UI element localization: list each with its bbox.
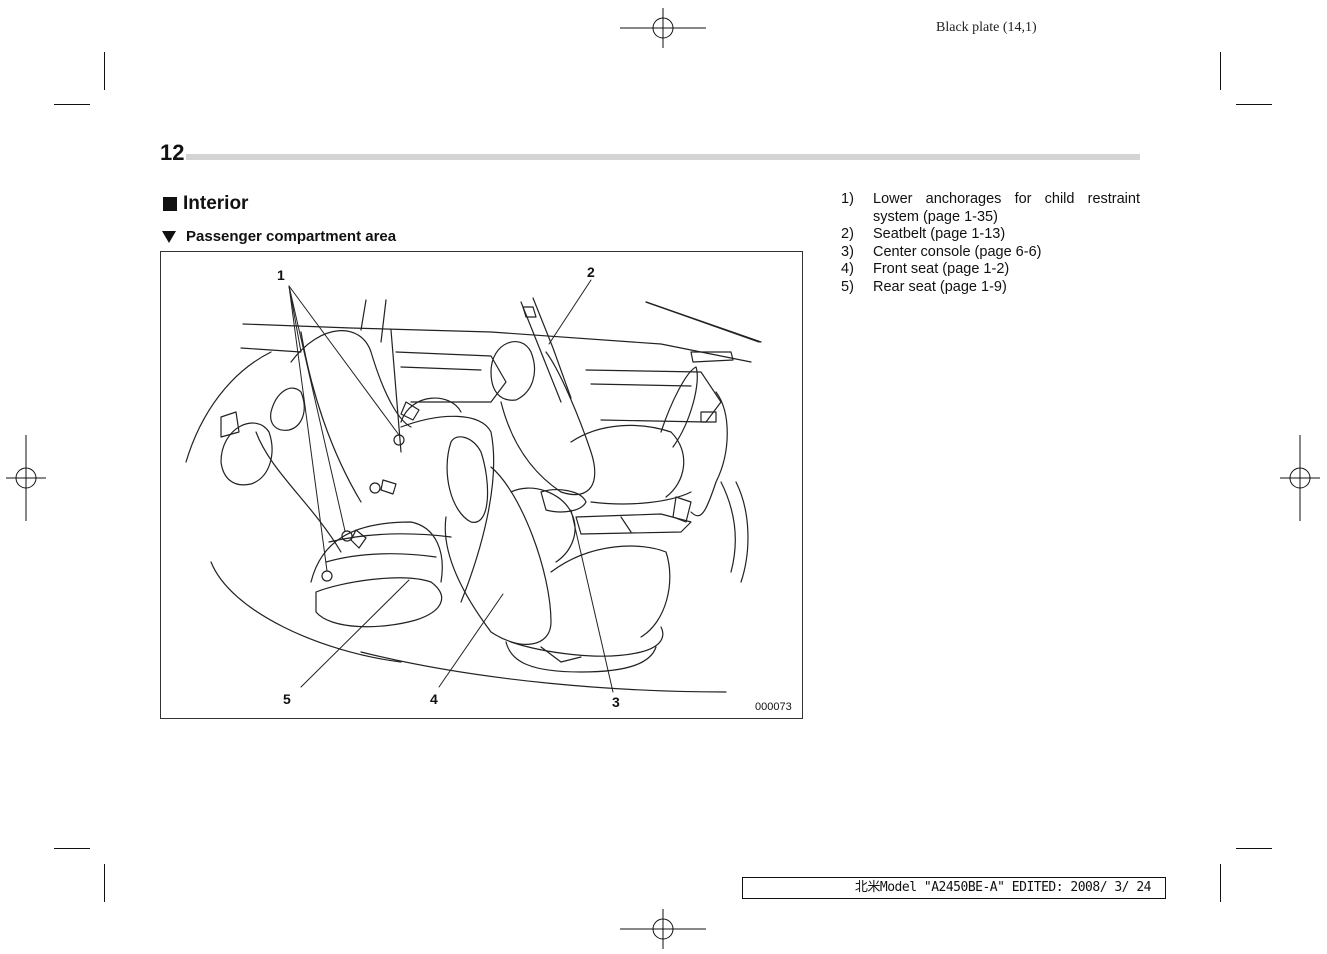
crop-mark bbox=[104, 864, 105, 902]
crop-mark bbox=[104, 52, 105, 90]
legend-number: 2) bbox=[841, 226, 854, 242]
footer-edit-stamp: 北米Model "A2450BE-A" EDITED: 2008/ 3/ 24 bbox=[742, 877, 1166, 899]
legend-item: 2) Seatbelt (page 1-13) bbox=[841, 226, 1140, 244]
interior-line-drawing: 1 2 3 4 5 000073 bbox=[185, 264, 792, 713]
legend-text: Seatbelt (page 1-13) bbox=[873, 226, 1006, 242]
crop-mark bbox=[1220, 864, 1221, 902]
legend-item: 5) Rear seat (page 1-9) bbox=[841, 279, 1140, 297]
callout-1: 1 bbox=[277, 267, 285, 283]
legend-text: Front seat (page 1-2) bbox=[873, 261, 1010, 277]
crosshair-registration-icon bbox=[620, 909, 706, 949]
section-title: Interior bbox=[163, 193, 248, 215]
crop-mark bbox=[1220, 52, 1221, 90]
interior-illustration: 1 2 3 4 5 000073 bbox=[160, 251, 803, 719]
legend-item: 1) Lower anchorages for child restraint … bbox=[841, 191, 1140, 226]
crop-mark bbox=[1236, 848, 1272, 849]
header-rule bbox=[186, 154, 1140, 160]
legend-number: 4) bbox=[841, 261, 854, 277]
legend-number: 1) bbox=[841, 191, 854, 207]
crosshair-registration-icon bbox=[6, 435, 46, 521]
subsection-title: Passenger compartment area bbox=[162, 228, 396, 245]
legend-text: Lower anchorages for child restraint sys… bbox=[873, 191, 1140, 225]
legend-text: Center console (page 6-6) bbox=[873, 243, 1042, 260]
callout-4: 4 bbox=[430, 691, 438, 707]
figure-code: 000073 bbox=[755, 701, 792, 713]
section-title-text: Interior bbox=[183, 193, 249, 214]
filled-square-icon bbox=[163, 197, 177, 211]
subsection-title-text: Passenger compartment area bbox=[186, 228, 397, 245]
legend-list: 1) Lower anchorages for child restraint … bbox=[841, 191, 1140, 296]
page-number: 12 bbox=[160, 140, 185, 165]
legend-item: 4) Front seat (page 1-2) bbox=[841, 261, 1140, 279]
legend-number: 3) bbox=[841, 243, 854, 260]
callout-2: 2 bbox=[587, 264, 595, 280]
callout-5: 5 bbox=[283, 691, 291, 707]
crop-mark bbox=[54, 848, 90, 849]
crosshair-registration-icon bbox=[620, 8, 706, 48]
crop-mark bbox=[54, 104, 90, 105]
crosshair-registration-icon bbox=[1280, 435, 1320, 521]
plate-label: Black plate (14,1) bbox=[936, 20, 1037, 35]
legend-text: Rear seat (page 1-9) bbox=[873, 278, 1007, 295]
crop-mark bbox=[1236, 104, 1272, 105]
legend-number: 5) bbox=[841, 278, 854, 295]
callout-3: 3 bbox=[612, 694, 620, 710]
down-triangle-icon bbox=[162, 230, 176, 243]
legend-item: 3) Center console (page 6-6) bbox=[841, 244, 1140, 262]
